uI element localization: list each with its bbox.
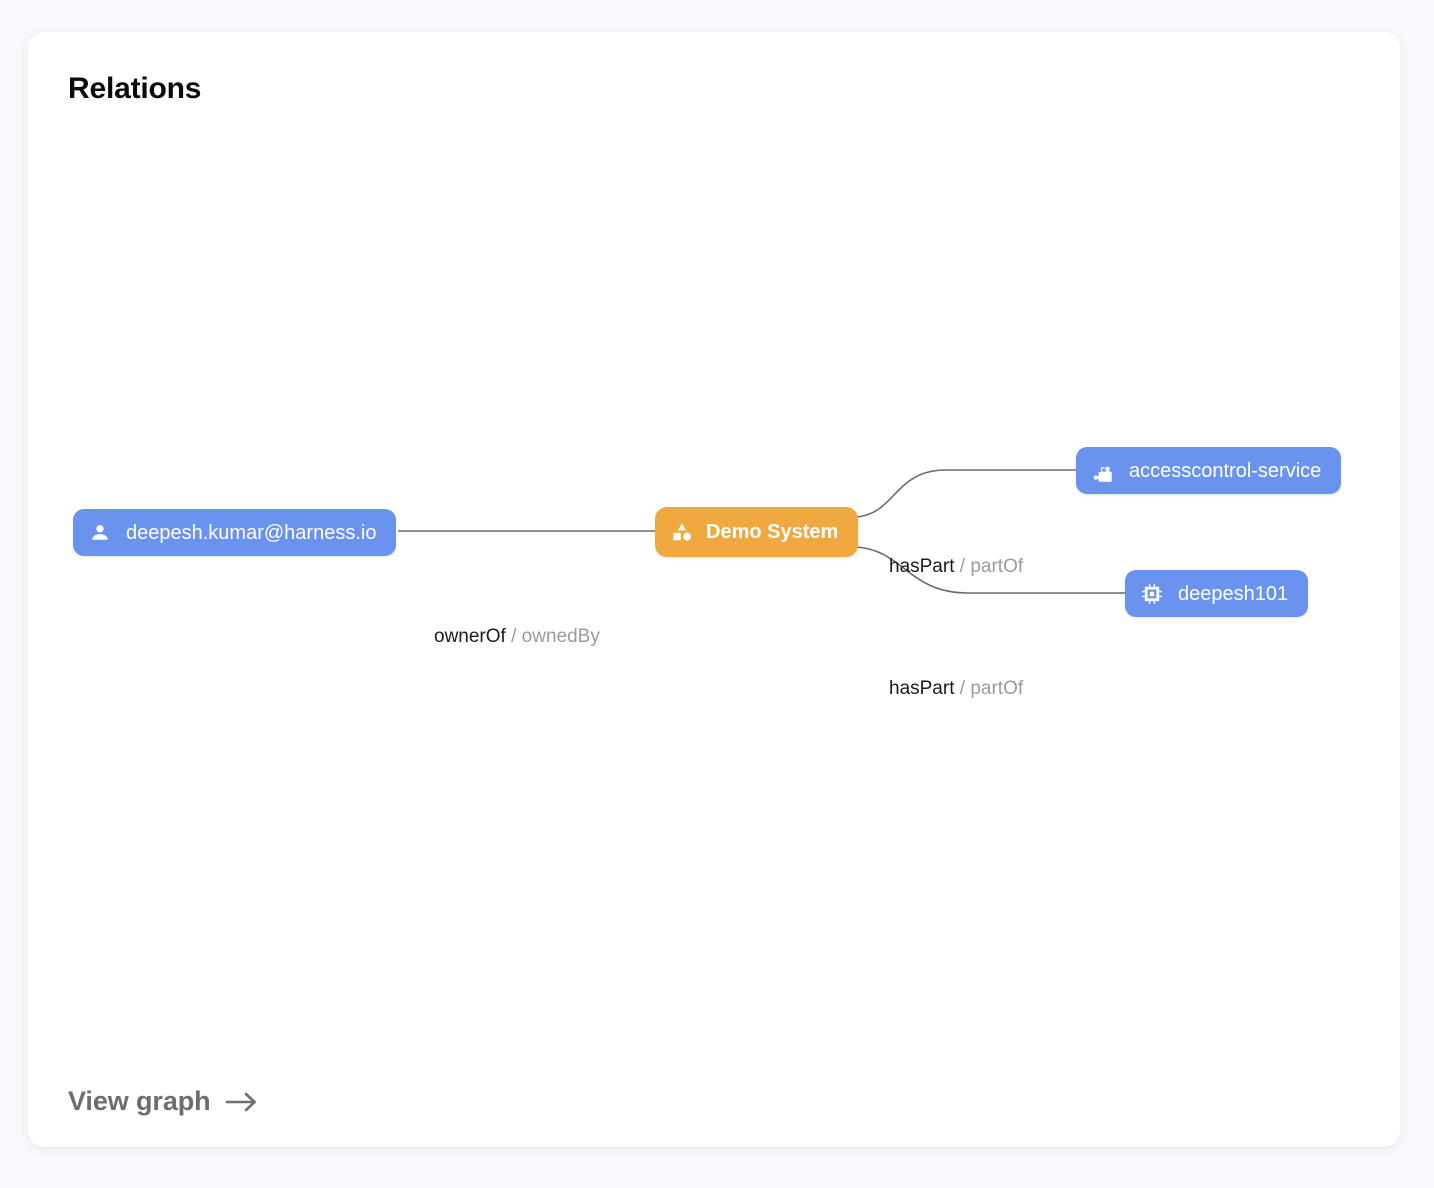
graph-edges-layer [398, 469, 1125, 594]
edge-system-component [855, 469, 1076, 518]
edge-label-haspart-resource: hasPart / partOf [889, 679, 1023, 698]
relation-forward-owner: ownerOf [434, 626, 506, 647]
graph-node-user[interactable]: deepesh.kumar@harness.io [73, 509, 397, 556]
relation-separator-haspart-resource: / [959, 678, 966, 699]
graph-node-system[interactable]: Demo System [655, 507, 859, 557]
edge-system-resource [855, 546, 1125, 594]
relations-card: Relations deepesh.kumar@harness.io [28, 32, 1400, 1147]
microchip-icon [1141, 583, 1163, 605]
view-graph-link[interactable]: View graph [68, 1086, 259, 1117]
relations-graph[interactable]: deepesh.kumar@harness.io Demo System acc… [28, 122, 1400, 1062]
graph-node-resource-label: deepesh101 [1178, 582, 1289, 605]
graph-node-component[interactable]: accesscontrol-service [1076, 447, 1342, 494]
graph-node-system-label: Demo System [706, 521, 839, 543]
relation-forward-haspart-component: hasPart [889, 556, 955, 577]
relation-reverse-owner: ownedBy [521, 626, 600, 647]
person-icon [89, 522, 111, 544]
arrow-right-icon [225, 1090, 259, 1114]
relation-forward-haspart-resource: hasPart [889, 678, 955, 699]
page-title: Relations [68, 72, 202, 105]
graph-node-user-label: deepesh.kumar@harness.io [126, 521, 377, 544]
view-graph-label: View graph [68, 1086, 211, 1116]
edge-label-owner: ownerOf / ownedBy [434, 627, 600, 646]
graph-node-resource[interactable]: deepesh101 [1125, 570, 1309, 617]
relation-separator-owner: / [511, 626, 517, 647]
puzzle-piece-icon [1092, 460, 1114, 482]
category-shapes-icon [671, 521, 693, 543]
graph-node-component-label: accesscontrol-service [1129, 459, 1322, 482]
edge-label-haspart-component: hasPart / partOf [889, 557, 1023, 576]
relation-reverse-haspart-resource: partOf [970, 678, 1024, 699]
relation-reverse-haspart-component: partOf [970, 556, 1024, 577]
relation-separator-haspart-component: / [959, 556, 966, 577]
